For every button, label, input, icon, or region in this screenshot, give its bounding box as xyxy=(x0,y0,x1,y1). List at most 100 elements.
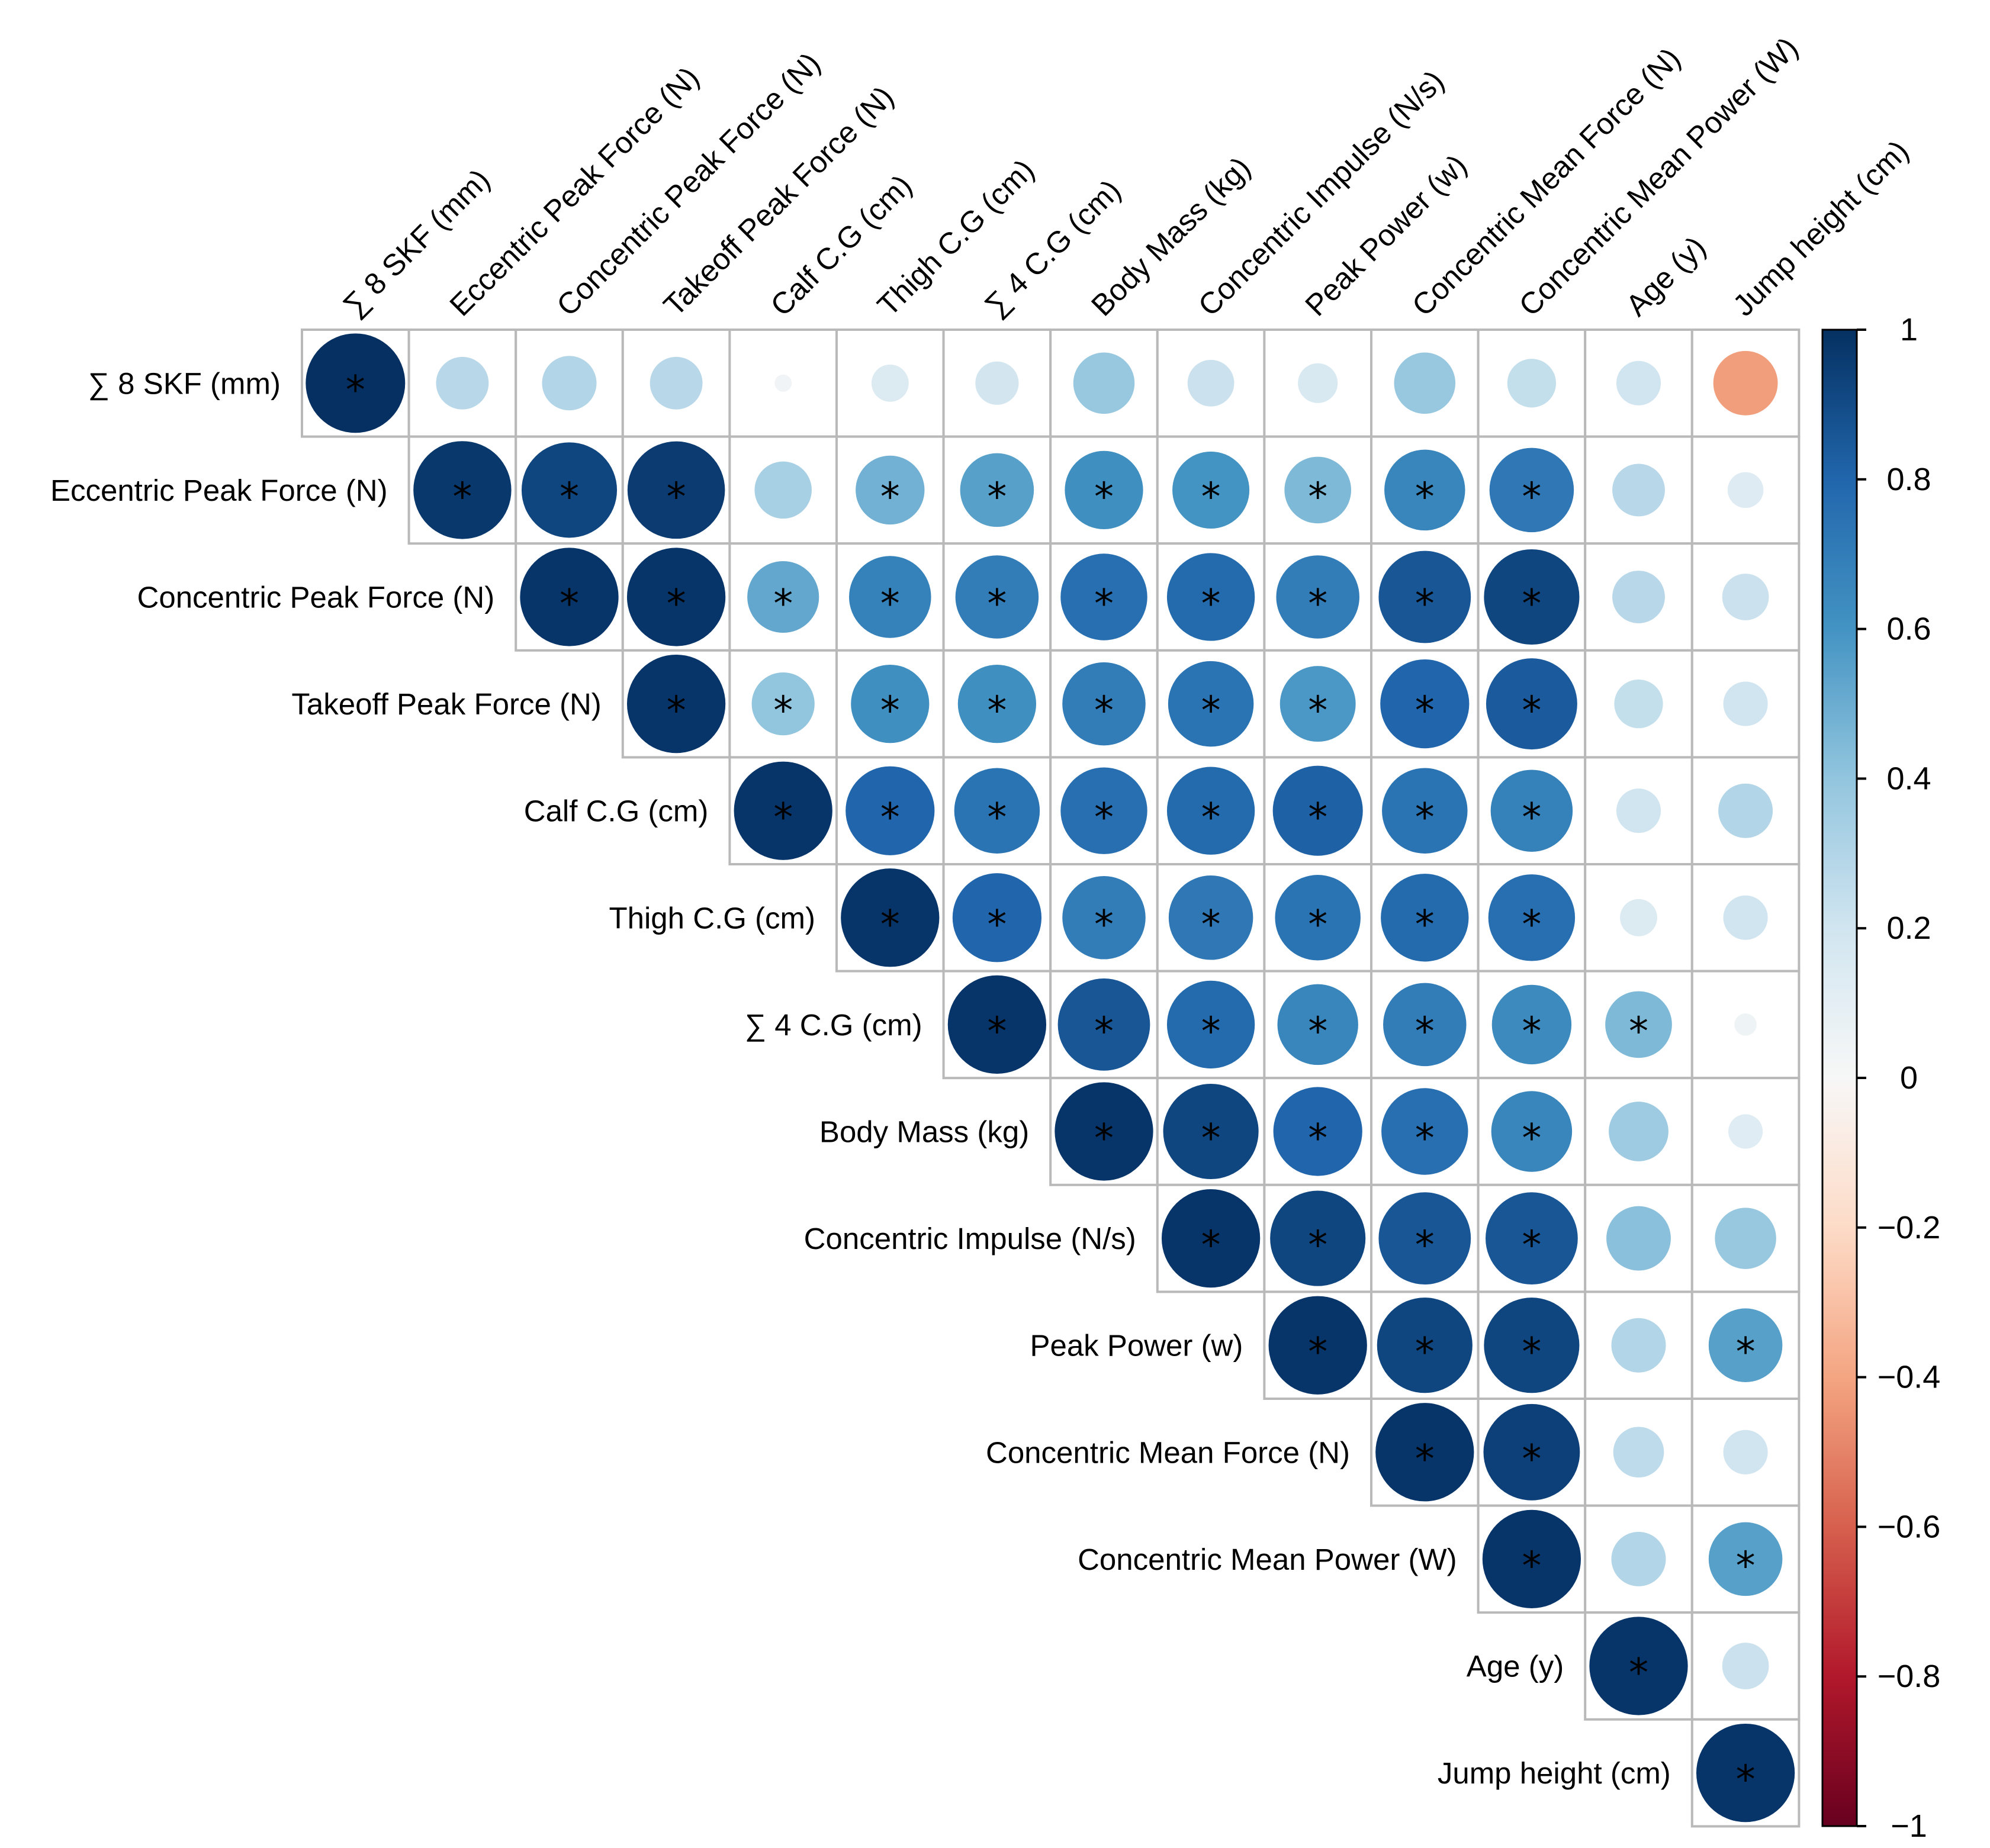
grid-cell xyxy=(1690,329,1801,438)
correlation-circle xyxy=(1708,1522,1783,1596)
correlation-circle xyxy=(1378,550,1471,643)
correlation-circle xyxy=(1723,895,1768,940)
significance-star: * xyxy=(346,367,365,413)
column-labels: ∑ 8 SKF (mm)Eccentric Peak Force (N)Conc… xyxy=(336,31,1915,323)
significance-star: * xyxy=(1522,1436,1541,1482)
correlation-circle xyxy=(1279,666,1356,742)
correlation-circle xyxy=(1276,555,1359,639)
correlation-circle xyxy=(957,664,1037,743)
row-label: Jump height (cm) xyxy=(1438,1756,1671,1790)
correlation-circle xyxy=(1723,681,1768,726)
significance-star: * xyxy=(880,795,900,841)
row-label: Body Mass (kg) xyxy=(819,1115,1029,1149)
correlation-circle xyxy=(845,766,935,855)
row-label: Age (y) xyxy=(1467,1650,1564,1683)
significance-star: * xyxy=(880,474,900,520)
significance-star: * xyxy=(560,581,579,627)
significance-star: * xyxy=(1522,1222,1541,1268)
correlation-circle xyxy=(960,453,1034,527)
significance-star: * xyxy=(1308,902,1327,947)
correlation-circle xyxy=(1062,876,1146,960)
correlation-circle xyxy=(542,356,597,411)
correlation-circle xyxy=(1166,553,1255,641)
colorbar-tick-label: −0.8 xyxy=(1878,1659,1941,1694)
significance-star: * xyxy=(1201,1116,1221,1161)
correlation-circle xyxy=(1055,1082,1153,1181)
correlation-circle xyxy=(626,548,726,646)
correlation-circle xyxy=(1394,352,1456,414)
colorbar-tick-label: 0.6 xyxy=(1886,611,1931,647)
correlation-circle xyxy=(1273,1087,1362,1176)
colorbar-tick-label: 0 xyxy=(1900,1060,1918,1096)
correlation-circle xyxy=(1713,350,1778,416)
correlation-circle xyxy=(1616,788,1661,833)
correlation-circle xyxy=(1382,768,1468,854)
correlation-circle xyxy=(1168,875,1253,960)
significance-star: * xyxy=(1629,1650,1648,1696)
significance-star: * xyxy=(1094,1116,1114,1161)
correlation-circle xyxy=(851,664,930,743)
significance-star: * xyxy=(1522,1009,1541,1054)
significance-star: * xyxy=(1736,1543,1756,1589)
correlation-circle xyxy=(952,873,1042,962)
correlation-circle xyxy=(1277,984,1358,1065)
row-label: Concentric Peak Force (N) xyxy=(137,581,495,614)
correlation-circle xyxy=(1486,658,1577,750)
colorbar: 10.80.60.40.20−0.2−0.4−0.6−0.8−1 xyxy=(1821,312,1941,1844)
correlation-circle xyxy=(1298,363,1338,403)
significance-star: * xyxy=(1522,581,1541,627)
correlation-circle xyxy=(1727,472,1764,508)
correlation-circle xyxy=(1166,980,1255,1069)
significance-markers: ****************************************… xyxy=(346,367,1756,1802)
significance-star: * xyxy=(987,474,1007,520)
row-label: Concentric Mean Power (W) xyxy=(1078,1543,1457,1576)
correlation-circle xyxy=(1484,549,1580,645)
correlation-circle xyxy=(774,374,792,392)
significance-star: * xyxy=(1522,1543,1541,1589)
significance-star: * xyxy=(1094,581,1114,627)
correlation-circle xyxy=(1589,1617,1688,1715)
colorbar-tick-label: 0.2 xyxy=(1886,910,1931,946)
column-label: Age (y) xyxy=(1619,230,1712,323)
correlation-circle xyxy=(1486,1192,1578,1284)
colorbar-tick-label: −1 xyxy=(1891,1808,1927,1844)
correlation-circle xyxy=(1606,1206,1671,1271)
significance-star: * xyxy=(1308,1116,1327,1161)
colorbar-gradient xyxy=(1821,329,1858,1827)
row-labels: ∑ 8 SKF (mm)Eccentric Peak Force (N)Conc… xyxy=(50,366,1671,1790)
significance-star: * xyxy=(667,688,686,733)
correlation-circle xyxy=(1612,571,1665,623)
correlation-circle xyxy=(856,455,925,525)
significance-star: * xyxy=(1736,1757,1756,1802)
significance-star: * xyxy=(1201,474,1221,520)
significance-star: * xyxy=(1736,1329,1756,1375)
correlation-circle xyxy=(1612,463,1665,517)
row-label: Thigh C.G (cm) xyxy=(609,901,815,935)
correlation-circle xyxy=(1060,767,1147,854)
correlation-circle xyxy=(626,654,726,754)
row-label: ∑ 8 SKF (mm) xyxy=(88,366,281,400)
correlation-circle xyxy=(1166,767,1255,855)
correlation-circle xyxy=(1384,449,1465,531)
significance-star: * xyxy=(1415,902,1435,947)
significance-star: * xyxy=(1415,1222,1435,1268)
correlation-circle xyxy=(1168,661,1254,747)
correlation-circle xyxy=(1172,451,1250,529)
correlation-circle xyxy=(1611,1318,1666,1373)
significance-star: * xyxy=(1415,688,1435,733)
correlation-circle xyxy=(1722,574,1769,620)
correlation-circle xyxy=(627,441,725,539)
significance-star: * xyxy=(1522,1329,1541,1375)
significance-star: * xyxy=(1094,795,1114,841)
correlation-circle xyxy=(1616,360,1661,405)
correlation-circle xyxy=(871,364,909,402)
correlation-circle xyxy=(650,356,703,410)
correlation-circle xyxy=(1268,1296,1367,1395)
significance-star: * xyxy=(1415,1009,1435,1054)
significance-star: * xyxy=(1308,688,1327,733)
correlation-circle xyxy=(849,556,931,638)
row-label: Calf C.G (cm) xyxy=(524,794,709,828)
significance-star: * xyxy=(1415,474,1435,520)
